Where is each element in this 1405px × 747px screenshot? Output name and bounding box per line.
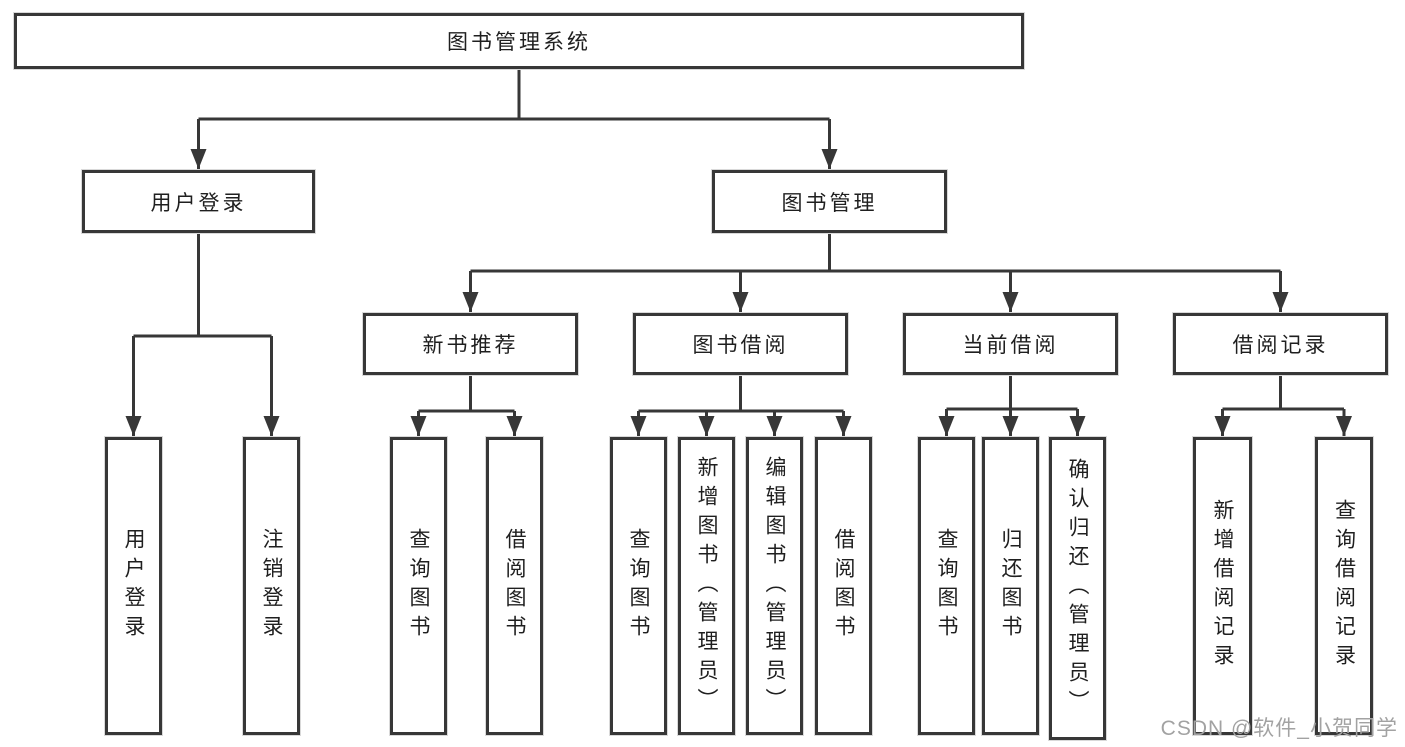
node-leaf-edit-books-admin: 编辑图书（管理员） [746,437,803,735]
node-leaf-logout: 注销登录 [243,437,300,735]
leaf-label: 编辑图书（管理员） [763,455,787,717]
node-borrow-records: 借阅记录 [1173,313,1388,375]
leaf-label: 新增图书（管理员） [695,455,719,717]
leaf-label: 借阅图书 [832,528,856,644]
node-new-book-recommend: 新书推荐 [363,313,578,375]
node-leaf-return-books: 归还图书 [982,437,1039,735]
leaf-label: 借阅图书 [503,528,527,644]
leaf-label: 查询借阅记录 [1332,499,1356,673]
node-leaf-query-books-3: 查询图书 [918,437,975,735]
node-leaf-borrow-books-1: 借阅图书 [486,437,543,735]
leaf-label: 新增借阅记录 [1211,499,1235,673]
node-leaf-query-borrow-record: 查询借阅记录 [1315,437,1373,735]
node-leaf-borrow-books-2: 借阅图书 [815,437,872,735]
leaf-label: 归还图书 [999,528,1023,644]
leaf-label: 查询图书 [935,528,959,644]
csdn-watermark: CSDN @软件_小贺同学 [1160,717,1398,740]
node-leaf-add-borrow-record: 新增借阅记录 [1193,437,1252,735]
node-book-management: 图书管理 [712,170,947,233]
node-leaf-query-books-2: 查询图书 [610,437,667,735]
node-leaf-confirm-return-admin: 确认归还（管理员） [1049,437,1106,740]
node-leaf-query-books-1: 查询图书 [390,437,447,735]
node-root-system: 图书管理系统 [14,13,1024,69]
leaf-label: 用户登录 [122,528,146,644]
leaf-label: 注销登录 [260,528,284,644]
node-current-borrow: 当前借阅 [903,313,1118,375]
node-leaf-user-login: 用户登录 [105,437,162,735]
node-book-borrow: 图书借阅 [633,313,848,375]
leaf-label: 确认归还（管理员） [1066,458,1090,719]
leaf-label: 查询图书 [627,528,651,644]
node-user-login: 用户登录 [82,170,315,233]
leaf-label: 查询图书 [407,528,431,644]
node-leaf-add-books-admin: 新增图书（管理员） [678,437,735,735]
